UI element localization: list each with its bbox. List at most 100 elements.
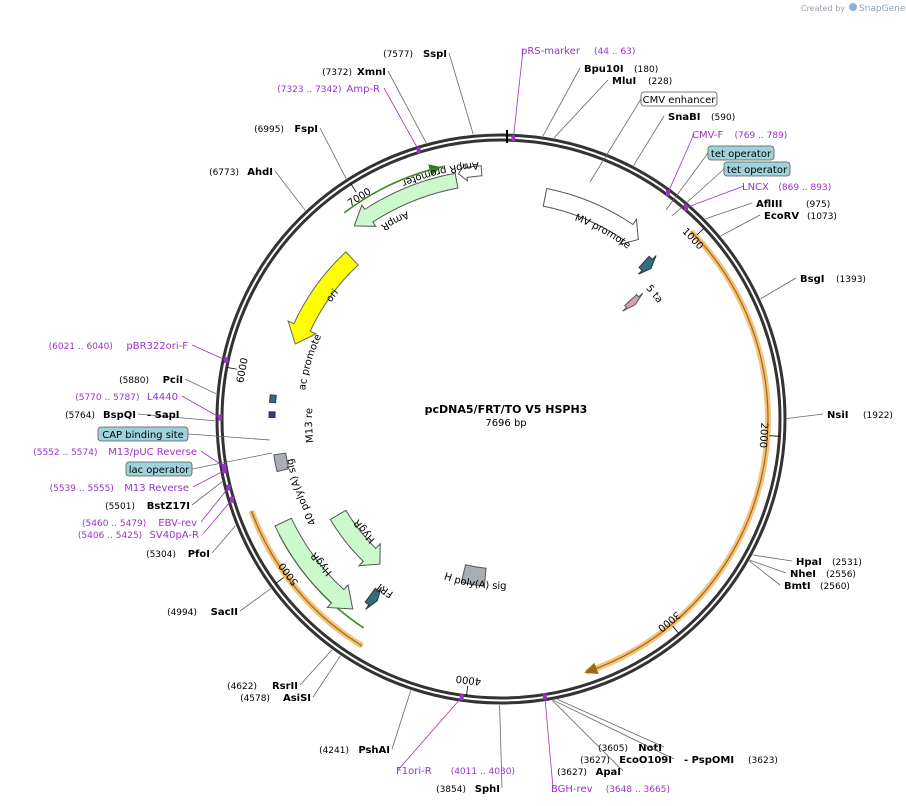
enzyme-pos-18: (1393) [836, 275, 866, 285]
tick-label-4000: 4000 [455, 672, 482, 686]
leader-enzyme-24 [553, 699, 675, 760]
tick-label-7000: 7000 [346, 186, 373, 209]
leader-primer-3 [685, 185, 745, 208]
tick-mark-7000 [350, 183, 357, 193]
enzyme-name-2: FspI [294, 124, 318, 135]
enzyme-pos-14: (228) [648, 77, 672, 87]
leader-primer-7 [192, 469, 225, 488]
enzyme-pos-9: (4622) [227, 682, 257, 692]
primer-name-4: pBR322ori-F [126, 341, 188, 352]
enzyme-pos-0: (7577) [383, 50, 413, 60]
feature-frt [364, 586, 382, 610]
feature-ori [287, 251, 359, 345]
enzyme-name-12: SphI [475, 784, 500, 795]
box-label-bg-0 [640, 91, 718, 107]
primer-pos-5: (5770 .. 5787) [75, 393, 139, 403]
enzyme-pos-21: (2556) [826, 570, 856, 580]
box-label-4: lac operator [129, 465, 190, 476]
feature-cmv-promoter [542, 187, 639, 246]
plasmid-length: 7696 bp [485, 418, 526, 429]
enzyme-pos-4: (5880) [119, 376, 149, 386]
tick-mark-3000 [672, 625, 680, 635]
orf-line-ampr [343, 165, 444, 214]
enzyme-name-19: NsiI [827, 410, 848, 421]
leader-box-0 [589, 98, 642, 183]
enzyme-pos-1: (7372) [322, 68, 352, 78]
primer-pos-4: (6021 .. 6040) [49, 342, 113, 352]
enzyme-alt-pos-pspomi: (3623) [748, 756, 778, 766]
primer-pos-0: (44 .. 63) [594, 47, 635, 57]
enzyme-pos-22: (2560) [820, 582, 850, 592]
primer-name-1: Amp-R [347, 84, 381, 95]
feature-sv40-polya [273, 452, 290, 473]
leader-primer-10 [397, 696, 462, 771]
primer-name-3: LNCX [742, 182, 769, 193]
enzyme-name-9: RsrII [272, 681, 298, 692]
leader-enzyme-12 [499, 704, 503, 789]
enzyme-pos-25: (3627) [557, 768, 587, 778]
snapgene-logo-icon [849, 3, 857, 11]
orf-arrowhead-hsph3 [584, 662, 599, 674]
leader-enzyme-2 [319, 127, 347, 179]
primer-pos-1: (7323 .. 7342) [277, 85, 341, 95]
leader-enzyme-7 [211, 525, 236, 554]
enzyme-pos-13: (180) [634, 65, 658, 75]
label-m13-rev: M13 rev [0, 0, 316, 443]
primer-pos-9: (5406 .. 5425) [78, 531, 142, 541]
leader-primer-1 [383, 87, 420, 151]
enzyme-name-8: SacII [211, 607, 238, 618]
primer-pos-7: (5539 .. 5555) [50, 484, 114, 494]
plasmid-name: pcDNA5/FRT/TO V5 HSPH3 [425, 403, 588, 416]
primer-pos-10: (4011 .. 4030) [451, 767, 515, 777]
label-m13-rev-textpath: M13 rev [0, 0, 316, 443]
label-bgh-polya-textpath: bGH poly(A) signal [0, 0, 507, 592]
enzyme-name-3: AhdI [247, 167, 273, 178]
enzyme-pos-15: (590) [711, 113, 735, 123]
enzyme-pos-5: (5764) [65, 411, 95, 421]
leader-primer-5 [181, 395, 221, 418]
leader-enzyme-23 [557, 699, 665, 748]
leader-box-4 [191, 452, 273, 470]
enzyme-alt-pspomi: - PspOMI [684, 755, 734, 766]
feature-hygr-inner [329, 509, 381, 567]
leader-primer-2 [667, 133, 695, 194]
leader-enzyme-3 [274, 170, 306, 211]
primer-name-9: SV40pA-R [150, 530, 199, 541]
enzyme-pos-10: (4578) [240, 694, 270, 704]
box-label-1: tet operator [711, 149, 772, 160]
feature-bgh-polya [460, 564, 487, 587]
leader-enzyme-5 [137, 413, 216, 422]
enzyme-name-21: NheI [790, 569, 816, 580]
primer-pos-2: (769 .. 789) [735, 131, 788, 141]
enzyme-pos-19: (1922) [863, 411, 893, 421]
enzyme-name-20: HpaI [796, 557, 822, 568]
primer-name-2: CMV-F [692, 130, 723, 141]
leader-primer-8 [200, 487, 229, 523]
enzyme-name-4: PciI [163, 375, 183, 386]
leader-enzyme-19 [786, 413, 824, 419]
enzyme-name-23: NotI [638, 743, 662, 754]
enzyme-name-1: XmnI [357, 67, 386, 78]
enzyme-name-10: AsiSI [283, 693, 311, 704]
leader-enzyme-13 [542, 67, 581, 137]
enzyme-pos-23: (3605) [598, 744, 628, 754]
map-labels: AmpR promoterAmpRorilac promoterM13 revS… [0, 0, 893, 795]
enzyme-pos-20: (2531) [832, 558, 862, 568]
backbone-outer [215, 133, 787, 705]
enzyme-name-16: AflIII [756, 199, 782, 210]
enzyme-name-11: PshAI [358, 745, 390, 756]
primer-name-11: BGH-rev [551, 784, 593, 795]
enzyme-pos-24: (3627) [580, 756, 610, 766]
orf-line-hygr [250, 510, 363, 647]
enzyme-name-0: SspI [423, 49, 447, 60]
leader-primer-6 [200, 450, 225, 468]
leader-enzyme-17 [720, 214, 761, 237]
label-lac-promoter: lac promoter [0, 0, 324, 391]
watermark-prefix: Created by [801, 4, 845, 13]
enzyme-name-17: EcoRV [764, 211, 799, 222]
leader-primer-4 [191, 344, 227, 361]
leader-enzyme-22 [749, 560, 781, 586]
primer-name-7: M13 Reverse [124, 483, 189, 494]
primer-pos-8: (5460 .. 5479) [82, 519, 146, 529]
